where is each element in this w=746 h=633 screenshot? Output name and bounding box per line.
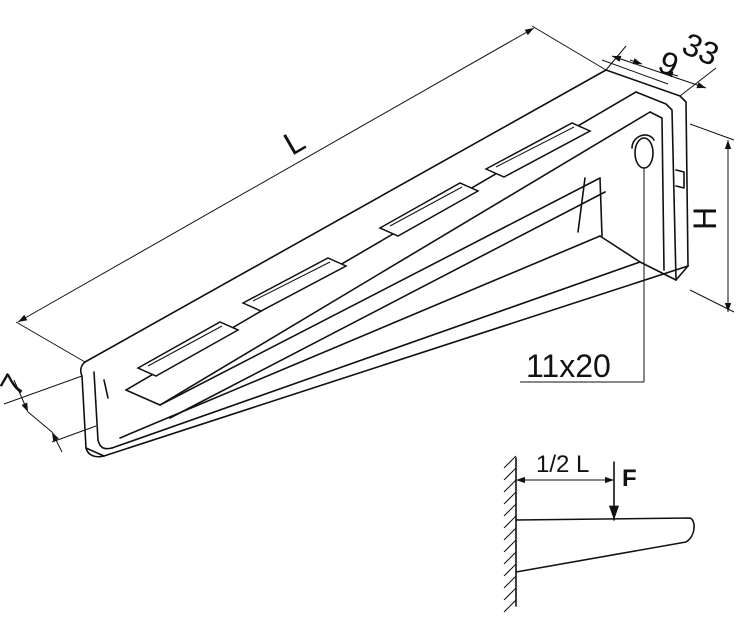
dimension-L: L [15, 25, 607, 363]
dimension-11x20: 11x20 [520, 168, 645, 384]
dimension-9: 9 [601, 44, 684, 85]
force-label: F [622, 465, 637, 492]
dimension-7-label: 7 [0, 368, 33, 401]
slot-4 [484, 122, 592, 178]
dimension-9-label: 9 [653, 44, 684, 84]
bracket-body [79, 69, 689, 458]
load-schematic: 1/2 L F [503, 451, 695, 613]
dimension-11x20-label: 11x20 [526, 348, 611, 384]
half-length-label: 1/2 L [536, 451, 589, 478]
dimension-L-label: L [278, 122, 311, 162]
dimension-H-label: H [687, 207, 723, 230]
dimension-33-label: 33 [677, 26, 724, 73]
mounting-slots [136, 122, 592, 377]
slot-3 [378, 182, 480, 237]
dimension-H: H [687, 123, 735, 313]
slot-1 [136, 321, 240, 377]
